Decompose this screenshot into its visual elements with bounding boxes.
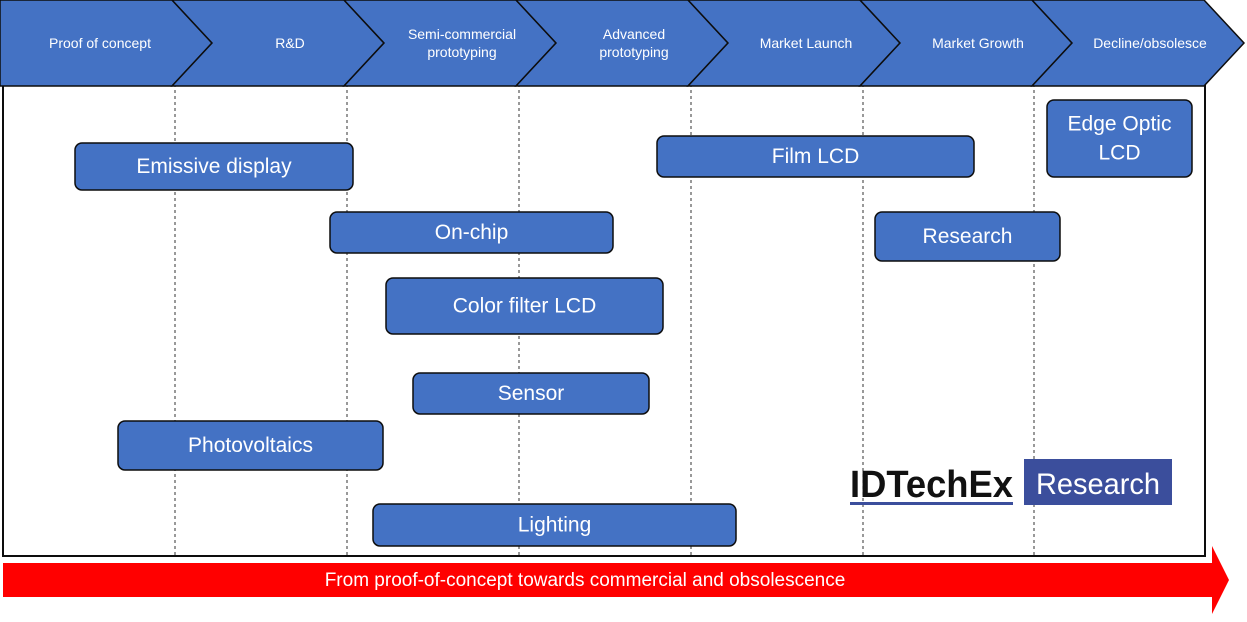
application-box-label: LCD (1098, 142, 1140, 165)
stage-label: prototyping (599, 44, 668, 60)
application-box-label: Lighting (518, 514, 592, 537)
stage-label: Market Growth (932, 35, 1024, 51)
application-box-shape (385, 277, 664, 335)
stage-chevron: Semi-commercial prototyping (342, 0, 558, 87)
application-box-label: Edge Optic (1068, 113, 1172, 136)
application-box-label: On-chip (435, 221, 509, 244)
application-box-label: Color filter LCD (453, 295, 597, 318)
stage-chevron-row: Proof of concept R&D Semi-commercial protot… (0, 0, 1246, 87)
application-box-shape (874, 211, 1061, 262)
logo-right-text: Research (1036, 468, 1160, 501)
stage-chevron: Proof of concept (0, 0, 214, 87)
application-box-label: Emissive display (136, 155, 292, 178)
application-box-shape (117, 420, 384, 471)
logo-research-block (1024, 459, 1172, 505)
logo-underline (850, 502, 1013, 505)
stage-label: Proof of concept (49, 35, 151, 51)
stage-label: R&D (275, 35, 305, 51)
stage-label: prototyping (427, 44, 496, 60)
application-box-shape (372, 503, 737, 547)
stage-label: Advanced (603, 26, 665, 42)
application-box-shape (1046, 99, 1193, 178)
application-box: Film LCD (656, 135, 975, 178)
stage-chevron: Advanced prototyping (514, 0, 730, 87)
idtechex-logo: IDTechEx Research (850, 459, 1172, 506)
stage-chevron: Decline/obsolesce (1030, 0, 1246, 87)
bottom-arrow: From proof-of-concept towards commercial… (3, 546, 1229, 614)
application-box-label: Research (923, 225, 1013, 248)
application-box: Sensor (412, 372, 650, 415)
application-box: Color filter LCD (385, 277, 664, 335)
application-box-shape (656, 135, 975, 178)
application-box: Photovoltaics (117, 420, 384, 471)
application-box: Lighting (372, 503, 737, 547)
application-box-label: Sensor (498, 382, 565, 405)
bottom-arrow-shape (3, 546, 1229, 614)
application-box-label: Film LCD (772, 145, 860, 168)
stage-chevron: Market Launch (686, 0, 902, 87)
application-box: Research (874, 211, 1061, 262)
stage-label: Market Launch (760, 35, 853, 51)
bottom-arrow-label: From proof-of-concept towards commercial… (325, 570, 846, 591)
application-box: Emissive display (74, 142, 354, 191)
application-box-shape (412, 372, 650, 415)
stage-chevron-shape (1030, 0, 1246, 87)
application-box-shape (329, 211, 614, 254)
application-box-label: Photovoltaics (188, 434, 313, 457)
logo-left-text: IDTechEx (850, 464, 1013, 506)
stage-label: Decline/obsolesce (1093, 35, 1207, 51)
stage-label: Semi-commercial (408, 26, 516, 42)
application-box: On-chip (329, 211, 614, 254)
application-box-shape (74, 142, 354, 191)
